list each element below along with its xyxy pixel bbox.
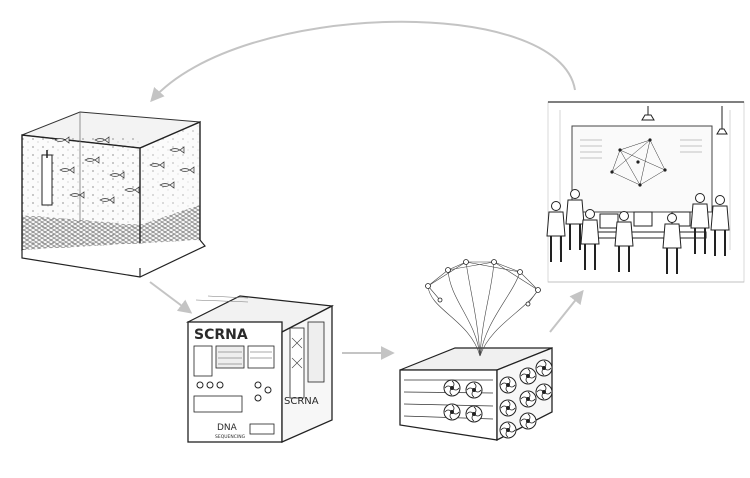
- sequencer-dna-label: DNA: [217, 423, 238, 433]
- sequencer-small-label: SEQUENCING: [215, 434, 246, 440]
- research-team-illustration: [546, 101, 745, 283]
- scrna-sequencer-illustration: SCRNA DNA SEQUENCING SCRNA: [185, 295, 335, 443]
- sequencer-top-label: SCRNA: [194, 327, 248, 343]
- server-network-illustration: [399, 259, 553, 442]
- sequencer-side-label: SCRNA: [284, 396, 319, 407]
- fish-tank-illustration: [21, 111, 206, 278]
- arrow-aquarium-to-sequencer: [149, 281, 193, 314]
- arrow-team-to-aquarium: [150, 20, 576, 103]
- flow-arrows: [149, 20, 584, 360]
- arrow-server-to-team: [549, 289, 584, 333]
